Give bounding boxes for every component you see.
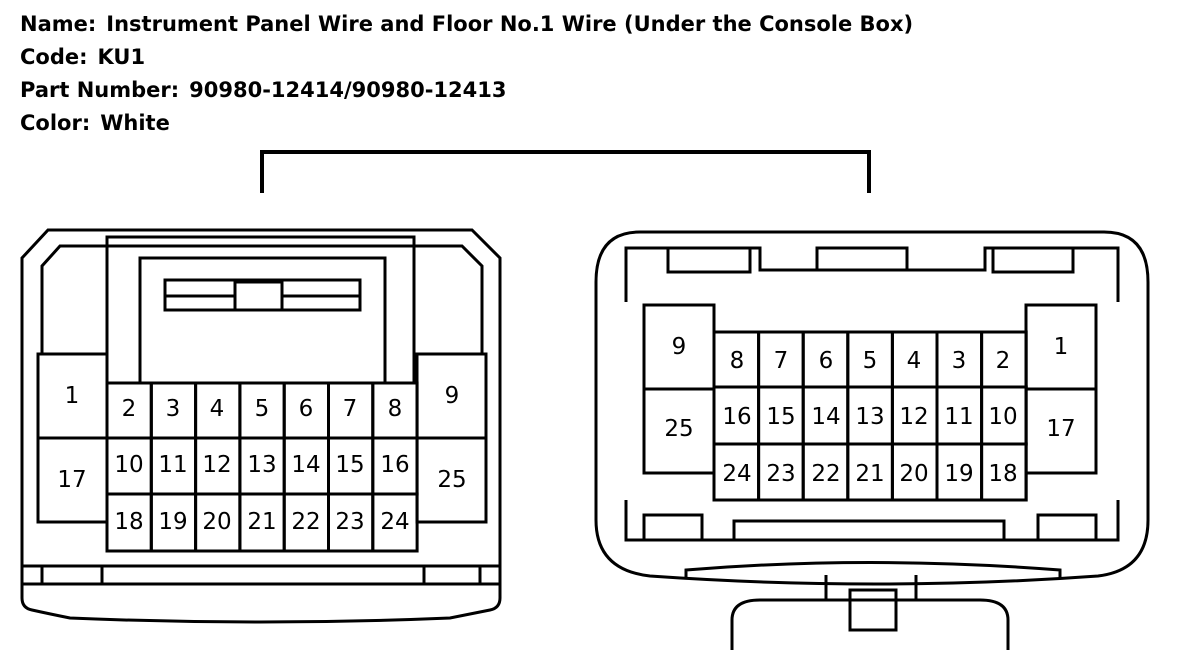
left-pin-label-14: 14 [291,452,320,478]
right-top-slot-left [666,246,752,274]
code-label: Code: [20,45,88,69]
code-value: KU1 [97,45,146,69]
right-housing-inner-rim [624,246,1120,542]
left-bottom-ledge [22,564,500,586]
connector-pair-bracket [260,150,871,193]
right-pin-grid [712,330,1028,502]
color-label: Color: [20,111,91,135]
left-pin-label-10: 10 [114,452,143,478]
left-lock-inner [138,256,387,383]
right-pin-label-23: 23 [766,461,795,487]
right-pin-label-2: 2 [996,348,1011,374]
left-housing-inner-rim [40,244,484,354]
right-pin-label-12: 12 [899,404,928,430]
right-pin-label-15: 15 [766,404,795,430]
left-pin-label-25: 25 [437,467,466,493]
connector-info: Name: Instrument Panel Wire and Floor No.… [20,8,913,140]
right-top-slot-center [815,246,909,272]
left-lock-latch [233,280,284,312]
right-bottom-slot-left [642,513,704,542]
left-pin-label-17: 17 [57,467,86,493]
left-pin-label-1: 1 [65,383,80,409]
left-pin-label-3: 3 [166,396,181,422]
left-bottom-key-right [422,564,482,586]
right-lock-button [848,588,898,632]
right-bottom-slot-right [1036,513,1098,542]
right-lower-lock [684,561,1062,650]
left-pin-label-21: 21 [247,509,276,535]
left-pin-label-19: 19 [158,509,187,535]
left-pin-label-22: 22 [291,509,320,535]
left-pin-label-23: 23 [335,509,364,535]
name-row: Name: Instrument Panel Wire and Floor No.… [20,8,913,41]
left-pin-label-18: 18 [114,509,143,535]
left-pin-label-2: 2 [122,396,137,422]
left-pin-label-16: 16 [380,452,409,478]
left-pin-labels: 1 2 3 4 5 6 7 8 9 10 11 12 13 14 15 16 1… [57,383,466,535]
right-pin-label-18: 18 [988,461,1017,487]
left-pin-label-5: 5 [255,396,270,422]
right-pin-label-8: 8 [730,348,745,374]
left-pin-cavity-r3c7 [371,492,419,553]
left-pin-label-4: 4 [210,396,225,422]
left-pin-label-24: 24 [380,509,409,535]
left-connector-housing [20,228,502,624]
color-row: Color: White [20,107,913,140]
right-pin-label-3: 3 [952,348,967,374]
right-top-slot-right [991,246,1075,274]
color-value: White [100,111,170,135]
part-number-value: 90980-12414/90980-12413 [189,78,507,102]
left-pin-label-15: 15 [335,452,364,478]
right-pin-label-20: 20 [899,461,928,487]
left-bottom-key-left [40,564,104,586]
part-number-row: Part Number: 90980-12414/90980-12413 [20,74,913,107]
left-pin-label-12: 12 [202,452,231,478]
left-pin-label-8: 8 [388,396,403,422]
right-pin-cavity-r3c7 [980,442,1028,502]
right-pin-label-5: 5 [863,348,878,374]
left-lock-outer [105,235,416,383]
right-pin-label-22: 22 [811,461,840,487]
right-pin-label-11: 11 [944,404,973,430]
right-bottom-slot-center [732,519,1006,542]
right-pin-label-6: 6 [819,348,834,374]
left-connector: 1 2 3 4 5 6 7 8 9 10 11 12 13 14 15 16 1… [20,228,502,624]
right-pin-label-4: 4 [907,348,922,374]
name-label: Name: [20,12,97,36]
code-row: Code: KU1 [20,41,913,74]
left-pin-label-6: 6 [299,396,314,422]
left-pin-label-11: 11 [158,452,187,478]
right-connector: 9 8 7 6 5 4 3 2 1 25 16 15 14 13 12 11 1… [594,230,1150,650]
right-pin-label-7: 7 [774,348,789,374]
right-connector-housing [594,230,1150,586]
right-pin-label-19: 19 [944,461,973,487]
right-pin-label-24: 24 [722,461,751,487]
right-pin-label-14: 14 [811,404,840,430]
right-pin-label-13: 13 [855,404,884,430]
right-pin-label-10: 10 [988,404,1017,430]
left-pin-label-9: 9 [445,383,460,409]
left-pin-grid [105,381,419,553]
name-value: Instrument Panel Wire and Floor No.1 Wir… [106,12,914,36]
right-pin-label-9: 9 [672,334,687,360]
left-pin-label-7: 7 [343,396,358,422]
right-pin-label-16: 16 [722,404,751,430]
right-pin-label-1: 1 [1054,334,1069,360]
left-pin-label-20: 20 [202,509,231,535]
part-number-label: Part Number: [20,78,180,102]
left-pin-label-13: 13 [247,452,276,478]
right-pin-label-17: 17 [1046,416,1075,442]
right-pin-label-21: 21 [855,461,884,487]
right-pin-label-25: 25 [664,416,693,442]
right-pin-labels: 9 8 7 6 5 4 3 2 1 25 16 15 14 13 12 11 1… [664,334,1075,487]
